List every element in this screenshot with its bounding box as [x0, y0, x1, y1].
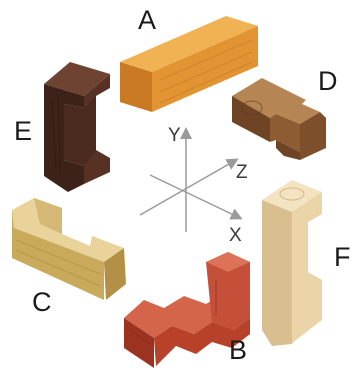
piece-e-block	[44, 62, 110, 192]
x-axis-label: X	[229, 226, 242, 245]
piece-label-b: B	[229, 337, 247, 364]
piece-label-e: E	[14, 118, 32, 145]
piece-f-block	[262, 180, 322, 346]
piece-c-block	[12, 198, 126, 300]
piece-label-c: C	[32, 289, 52, 316]
piece-d-block	[232, 78, 326, 160]
y-axis-label: Y	[168, 126, 181, 145]
z-axis-label: Z	[236, 163, 248, 182]
coordinate-axes	[140, 130, 240, 232]
piece-label-f: F	[334, 244, 351, 271]
piece-label-d: D	[318, 68, 338, 95]
z-axis-line	[140, 160, 236, 215]
x-axis-line	[150, 175, 240, 218]
piece-label-a: A	[138, 7, 156, 34]
